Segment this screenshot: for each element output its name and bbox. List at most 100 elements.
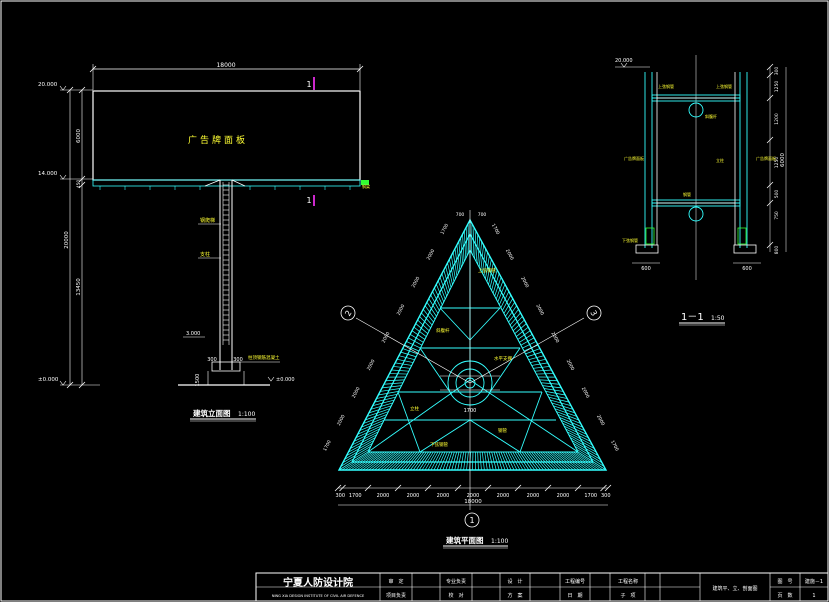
section-right-dim: 1250 — [774, 157, 780, 169]
plan-side-dim: 2000 — [351, 386, 362, 399]
plan-note-4: 立柱 — [410, 405, 419, 412]
elevation-dim-panel: 6000 — [76, 129, 82, 143]
plan-side-dim: 2000 — [580, 386, 591, 399]
drawing-name: 建筑平、立、剖面图 — [712, 585, 757, 592]
level-top: 20.000 — [38, 82, 58, 88]
elevation-title: 建筑立面图 — [192, 408, 231, 418]
plan-side-dim: 2000 — [565, 359, 576, 372]
section-total-height: 6000 — [780, 153, 786, 167]
plan-side-dim: 2000 — [519, 276, 530, 289]
cell-design: 设 计 — [507, 578, 522, 585]
elevation-dim-total: 20000 — [64, 231, 70, 249]
plan-side-dim: 1700 — [322, 439, 333, 452]
section-note-2: 斜腹杆 — [705, 113, 717, 119]
section-note-3b: 广告牌面板 — [756, 155, 776, 161]
cell-discipline-lead: 专业负责 — [446, 578, 466, 585]
plan-side-dim: 1700 — [490, 223, 501, 236]
elevation-note-ladder: 钢爬梯 — [200, 217, 215, 224]
cell-check: 校 对 — [448, 592, 463, 599]
plan-side-dim: 2000 — [550, 331, 561, 344]
section-note-4: 立柱 — [716, 157, 724, 163]
section-note-3: 广告牌面板 — [624, 155, 644, 161]
section-note-6: 下弦钢管 — [622, 237, 638, 243]
plan-bottom-dim: 2000 — [437, 493, 450, 499]
plan-note-1: 上弦钢管 — [478, 267, 496, 274]
base-dim-2: 300 — [233, 357, 243, 363]
plan-bottom-dim: 2000 — [407, 493, 420, 499]
cell-subitem: 子 项 — [620, 592, 635, 599]
section-title: 1－1 — [681, 312, 704, 323]
page-number: 1 — [812, 593, 815, 599]
level-lower: 3.000 — [186, 331, 200, 337]
plan-note-6: 下弦钢管 — [430, 441, 448, 448]
plan-bottom-dim: 2000 — [497, 493, 510, 499]
elevation-section-mark: 1 — [306, 80, 311, 89]
plan-bottom-dim: 1700 — [349, 493, 362, 499]
plan-side-dim: 2000 — [504, 248, 515, 261]
section-scale: 1:50 — [711, 315, 725, 322]
plan-side-dim: 1700 — [439, 223, 450, 236]
cell-project-no: 工程编号 — [565, 578, 585, 585]
section-right-dim: 1200 — [774, 113, 780, 125]
plan-top-dim-left: 700 — [456, 212, 465, 218]
elevation-scale: 1:100 — [238, 411, 255, 418]
cell-scheme: 方 案 — [507, 592, 522, 599]
elevation-section-mark-lower: 1 — [306, 196, 311, 205]
elevation-view: 18000 1 1 广告牌面板 300 300 — [38, 62, 370, 422]
plan-title: 建筑平面图 — [445, 535, 484, 545]
section-note-1b: 上弦钢管 — [716, 83, 732, 89]
section-right-dim: 800 — [774, 246, 780, 255]
institute-name-en: NING XIA DESIGN INSTITUTE OF CIVIL AIR D… — [272, 594, 365, 598]
plan-center-dim: 1700 — [464, 408, 477, 414]
plan-axis-2: 2 — [343, 309, 353, 318]
plan-bottom-total: 18000 — [464, 499, 482, 505]
plan-bottom-dim: 2000 — [557, 493, 570, 499]
plan-bottom-dim: 2000 — [377, 493, 390, 499]
drawing-no-label: 图 号 — [777, 579, 792, 585]
plan-note-2: 斜腹杆 — [436, 327, 450, 334]
elevation-dim-beam: 450 — [76, 180, 82, 189]
plan-side-dim: 2000 — [595, 414, 606, 427]
institute-name: 宁夏人防设计院 — [283, 576, 353, 589]
drawing-no: 建施－1 — [805, 578, 823, 585]
level-panel-bottom: 14.000 — [38, 171, 58, 177]
plan-axis-1: 1 — [469, 516, 474, 525]
title-block: 宁夏人防设计院 NING XIA DESIGN INSTITUTE OF CIV… — [255, 572, 829, 602]
cell-project-name: 工程名称 — [618, 578, 638, 585]
plan-bottom-dim: 1700 — [584, 493, 597, 499]
elevation-width-dim: 18000 — [216, 62, 235, 69]
elevation-dim-column: 13450 — [76, 278, 82, 296]
plan-bottom-dim: 2000 — [527, 493, 540, 499]
section-right-dim: 500 — [774, 190, 780, 199]
page-label: 页 数 — [777, 592, 792, 599]
section-right-dim: 750 — [774, 211, 780, 220]
plan-side-dim: 2000 — [534, 303, 545, 316]
plan-scale: 1:100 — [491, 538, 508, 545]
section-level: 20.000 — [615, 58, 633, 64]
section-right-dim: 300 — [774, 67, 780, 76]
elevation-note-footing: 柱顶钢筋混凝土 — [248, 354, 280, 361]
plan-top-dim-right: 700 — [478, 212, 487, 218]
base-dim-3: 1500 — [195, 374, 201, 387]
cell-date: 日 期 — [567, 593, 582, 599]
level-ground-right: ±0.000 — [276, 377, 295, 383]
plan-bottom-dim: 2000 — [467, 493, 480, 499]
cell-approve: 审 定 — [388, 578, 403, 585]
plan-side-dim: 1700 — [609, 439, 620, 452]
panel-beam — [92, 179, 361, 187]
cell-project-lead: 项目负责 — [386, 592, 406, 599]
section-note-1: 上弦钢管 — [658, 83, 674, 89]
plan-side-dim: 2000 — [366, 359, 377, 372]
plan-note-3: 水平支撑 — [494, 355, 512, 362]
level-ground-left: ±0.000 — [38, 377, 59, 383]
plan-note-5: 钢管 — [498, 427, 507, 434]
elevation-note-beam: 钢梁 — [362, 183, 370, 189]
plan-side-dim: 2000 — [336, 414, 347, 427]
plan-side-dim: 2000 — [381, 331, 392, 344]
section-bottom-dim-left: 600 — [641, 266, 651, 272]
plan-bottom-dim: 300 — [335, 493, 345, 499]
section-note-5: 钢管 — [683, 191, 691, 197]
